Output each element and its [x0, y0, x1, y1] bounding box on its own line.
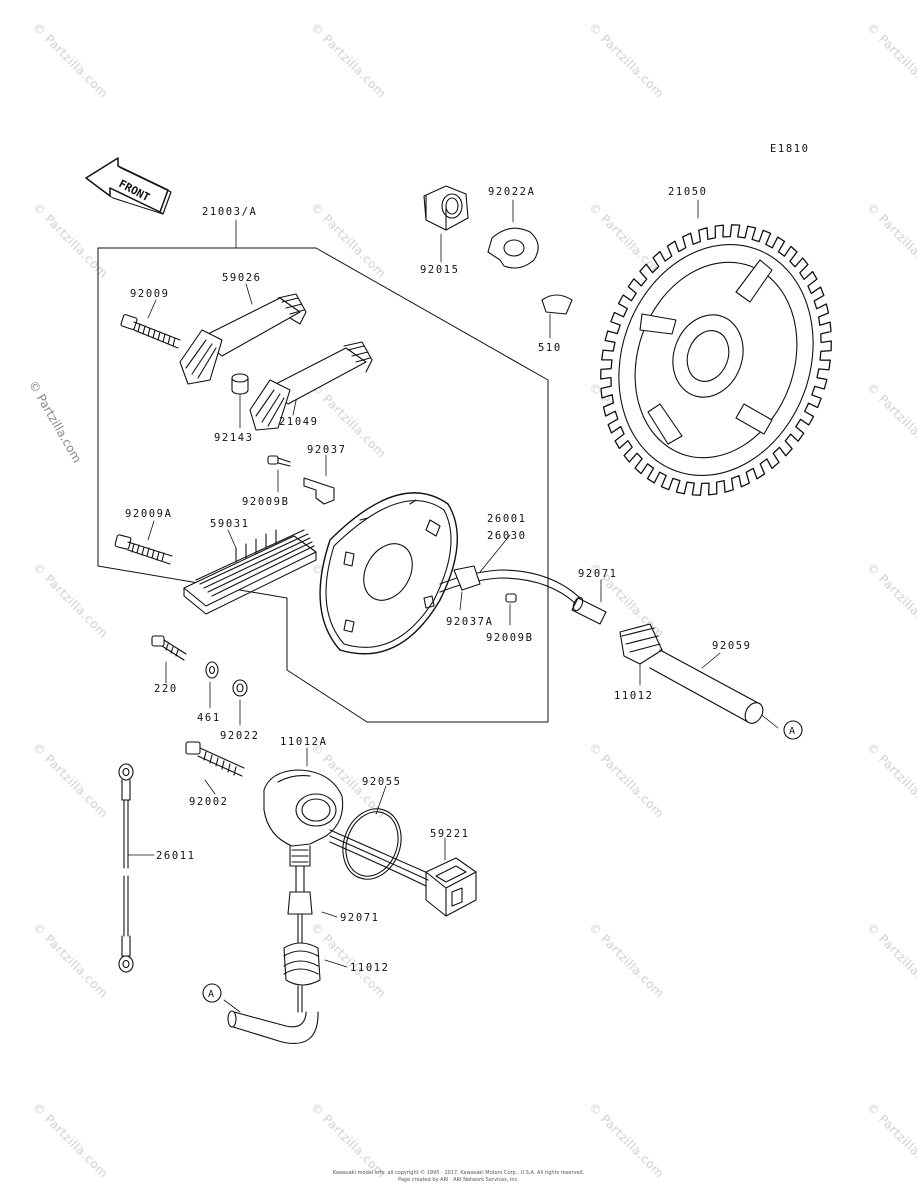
bolt-92002-icon	[185, 741, 245, 777]
part-label-92143[interactable]: 92143	[214, 432, 254, 444]
copyright-footer-line-1: Kawasaki model info: all copyright © 199…	[332, 1170, 585, 1176]
part-label-92009a[interactable]: 92009A	[125, 508, 173, 520]
cover-11012a-icon	[263, 769, 344, 867]
connector-59221-icon	[425, 857, 477, 917]
part-label-92009b-1[interactable]: 92009B	[242, 496, 290, 508]
flywheel-21050-icon	[600, 224, 832, 496]
key-510-icon	[541, 294, 573, 315]
leader-lines	[127, 199, 779, 1013]
rectifier-59026-icon	[179, 293, 307, 385]
part-label-92002[interactable]: 92002	[189, 796, 229, 808]
part-label-92071-1[interactable]: 92071	[578, 568, 618, 580]
part-label-92015[interactable]: 92015	[420, 264, 460, 276]
part-label-59221[interactable]: 59221	[430, 828, 470, 840]
bolt-92009-icon	[120, 314, 181, 349]
oring-92055-icon	[342, 808, 402, 880]
part-label-59031[interactable]: 59031	[210, 518, 250, 530]
part-label-461[interactable]: 461	[197, 712, 221, 724]
part-label-92009[interactable]: 92009	[130, 288, 170, 300]
collar-92143-icon	[231, 373, 249, 395]
diagram-code: E1810	[770, 143, 810, 155]
part-label-220[interactable]: 220	[154, 683, 178, 695]
part-label-26030[interactable]: 26030	[487, 530, 527, 542]
seal-11012-icon	[619, 623, 663, 665]
part-label-11012-2[interactable]: 11012	[350, 962, 390, 974]
part-label-92022[interactable]: 92022	[220, 730, 260, 742]
part-label-92055[interactable]: 92055	[362, 776, 402, 788]
part-label-21050[interactable]: 21050	[668, 186, 708, 198]
part-label-92037[interactable]: 92037	[307, 444, 347, 456]
cover-wires-icon	[295, 865, 305, 1013]
callout-a-left-label: A	[208, 989, 214, 1000]
part-label-26001[interactable]: 26001	[487, 513, 527, 525]
seal-11012-lower-icon	[283, 942, 321, 986]
part-label-26011[interactable]: 26011	[156, 850, 196, 862]
clamp-92037-icon	[303, 477, 335, 505]
assembly-group-frame	[97, 247, 549, 723]
washer-92022a-icon	[487, 227, 539, 269]
washer-92022-icon	[232, 679, 248, 697]
lead-26011-icon	[118, 763, 134, 973]
rectifier-21049-icon	[249, 341, 373, 431]
part-label-59026[interactable]: 59026	[222, 272, 262, 284]
bolt-92009a-icon	[114, 534, 173, 565]
screw-92009b-stator-icon	[505, 593, 517, 603]
part-label-92059[interactable]: 92059	[712, 640, 752, 652]
bolt-220-icon	[151, 635, 187, 661]
part-label-510[interactable]: 510	[538, 342, 562, 354]
washer-461-icon	[205, 661, 219, 679]
tube-lower-icon	[227, 1010, 319, 1044]
callout-a-right-label: A	[789, 726, 795, 737]
grommet-92071-lower-icon	[287, 891, 313, 915]
copyright-footer-line-2: Page created by ARI · ARI Network Servic…	[398, 1177, 519, 1183]
harness-wire-icon	[439, 565, 581, 605]
grommet-92071-icon	[571, 596, 607, 625]
stator-plate-icon	[319, 492, 458, 655]
part-label-21049[interactable]: 21049	[279, 416, 319, 428]
part-label-21003a[interactable]: 21003/A	[202, 206, 258, 218]
part-label-92022a[interactable]: 92022A	[488, 186, 536, 198]
tube-92059-icon	[649, 649, 764, 724]
part-label-92071-2[interactable]: 92071	[340, 912, 380, 924]
screw-92009b-icon	[267, 455, 291, 467]
connector-wires-icon	[329, 829, 431, 887]
part-label-11012a[interactable]: 11012A	[280, 736, 328, 748]
callout-a-right-icon	[783, 720, 803, 740]
part-label-92037a[interactable]: 92037A	[446, 616, 494, 628]
nut-92015-icon	[423, 185, 469, 231]
front-arrow-icon	[85, 157, 172, 215]
part-label-92009b-2[interactable]: 92009B	[486, 632, 534, 644]
regulator-59031-icon	[183, 529, 317, 615]
part-label-11012-1[interactable]: 11012	[614, 690, 654, 702]
callout-a-left-icon	[202, 983, 222, 1003]
